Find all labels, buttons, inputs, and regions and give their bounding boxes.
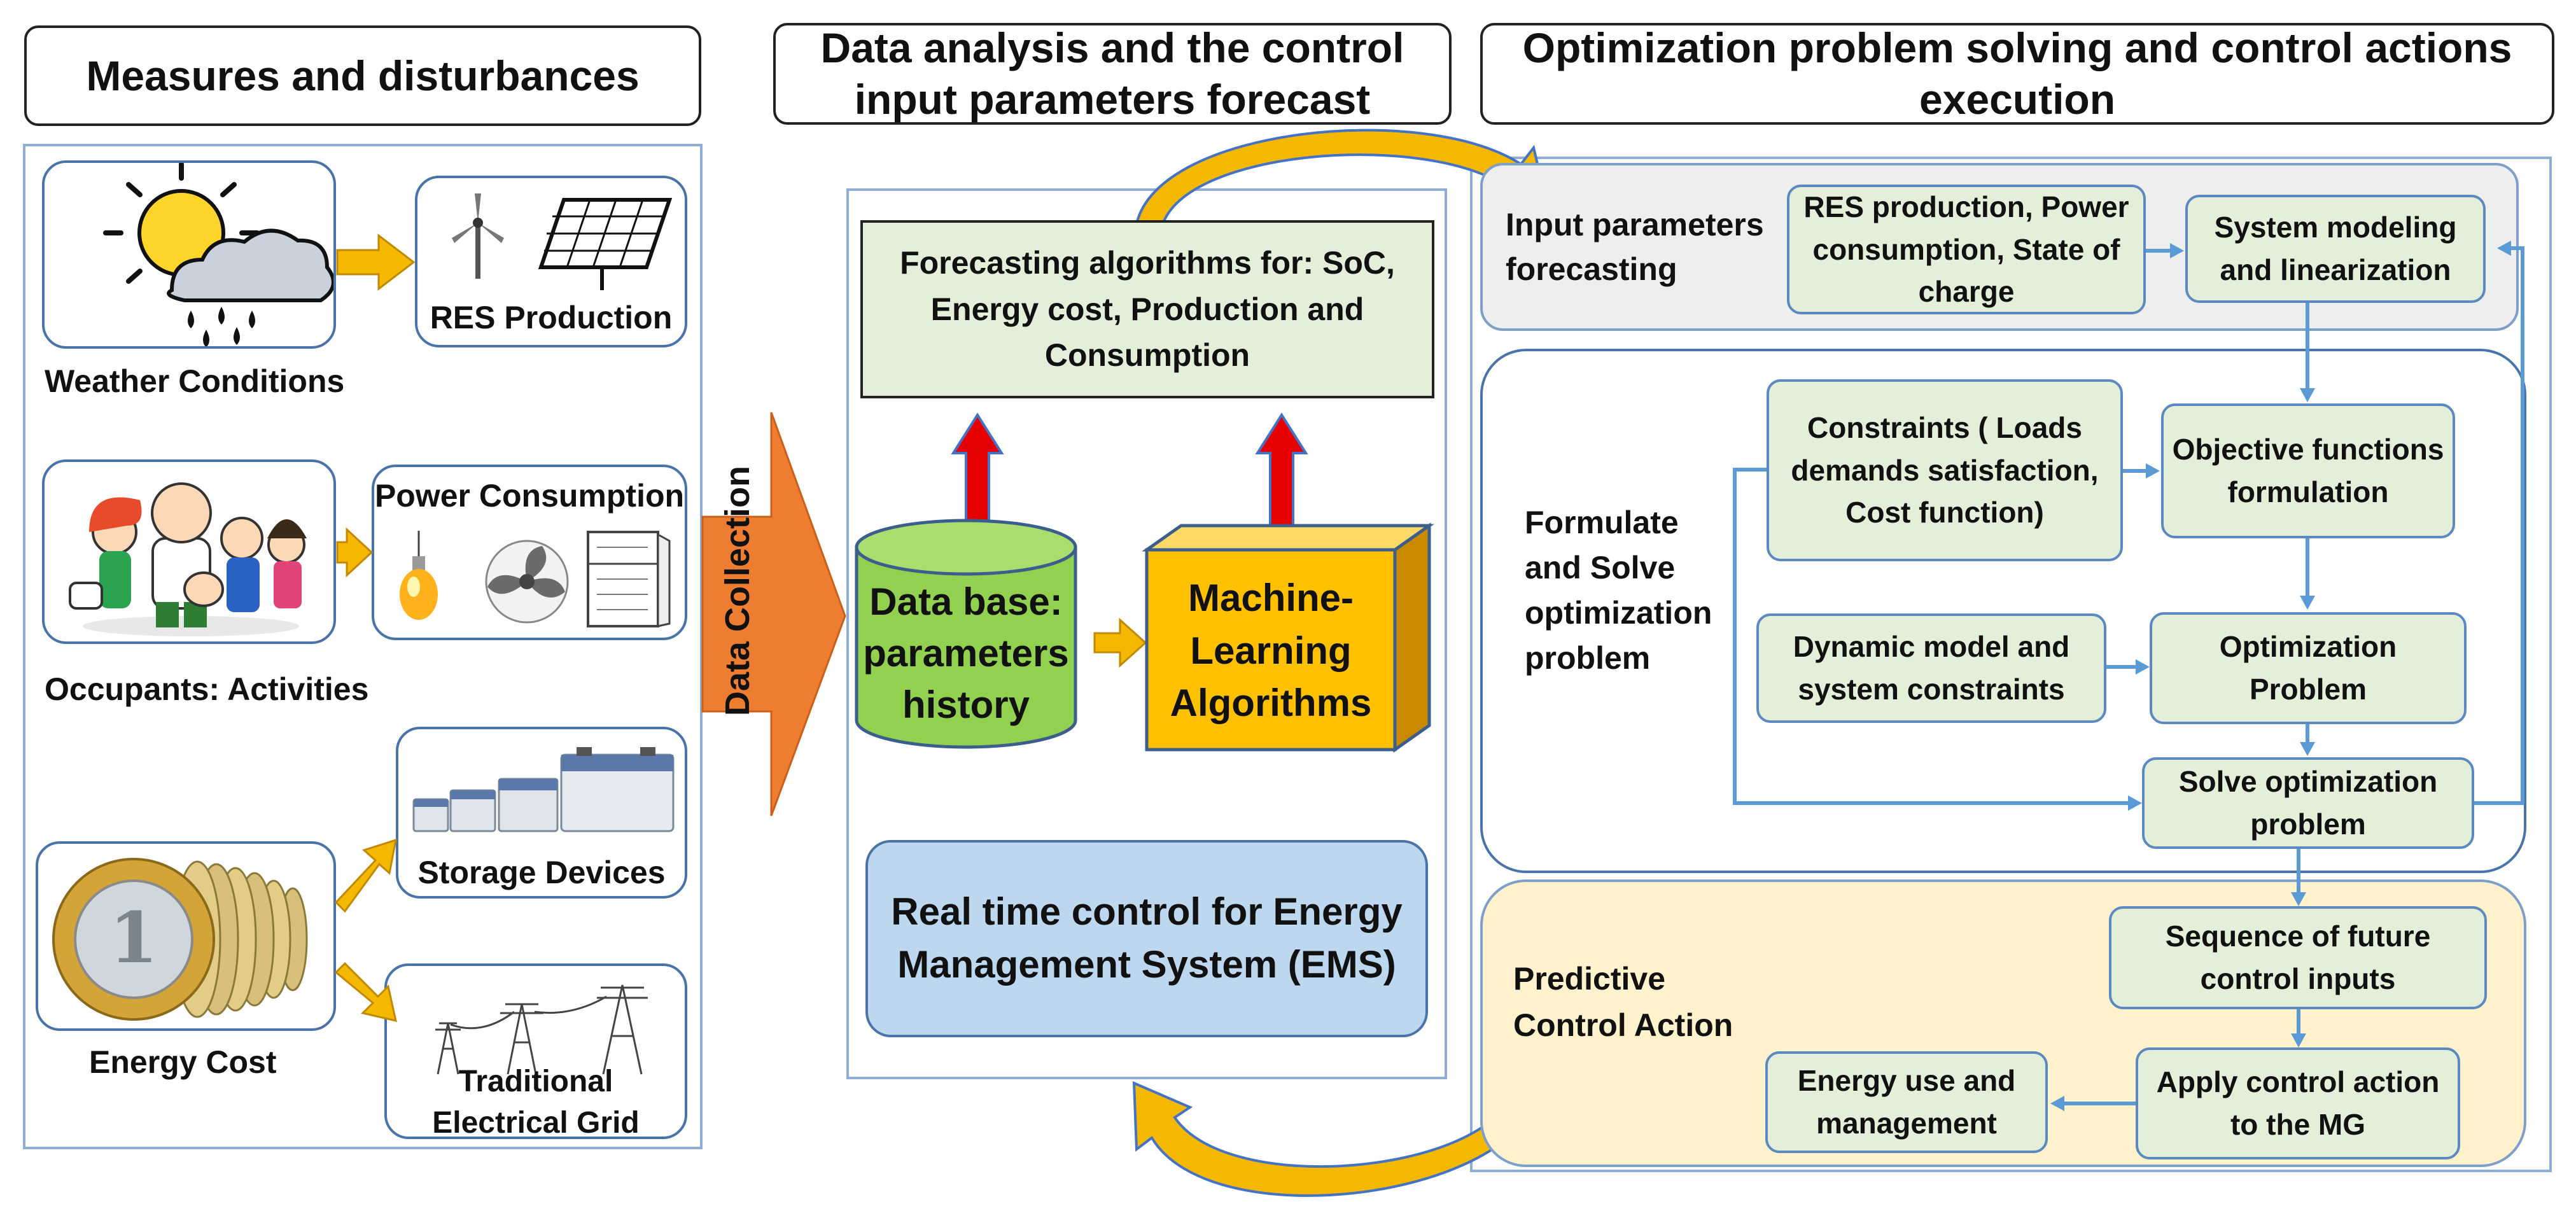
header-optimization: Optimization problem solving and control… xyxy=(1480,23,2554,125)
database-label-wrap: Data base: parameters history xyxy=(859,577,1073,729)
ml-label-wrap: Machine-Learning Algorithms xyxy=(1147,552,1395,750)
euro-coins-icon: 1 xyxy=(52,858,308,1021)
sequence-box-text: Sequence of future control inputs xyxy=(2165,920,2431,995)
conn-feedback-left xyxy=(1733,468,2132,805)
power-consumption-label: Power Consumption xyxy=(374,478,685,514)
system-modeling-box-text: System modeling and linearization xyxy=(2214,211,2457,286)
conn-sysmod-objective-head xyxy=(2300,388,2315,402)
dynamic-model-box: Dynamic model and system constraints xyxy=(1756,613,2106,723)
conn-solve-sequence-head xyxy=(2291,892,2306,906)
header-data-analysis-text: Data analysis and the control input para… xyxy=(820,24,1404,123)
grid-card: Traditional Electrical Grid xyxy=(384,963,687,1140)
energy-cost-card: 1 xyxy=(36,841,336,1031)
yellow-arrow-grid xyxy=(334,962,397,1022)
formulate-label: Formulate and Solve optimization problem xyxy=(1525,505,1712,676)
energy-use-box: Energy use and management xyxy=(1765,1051,2048,1153)
constraints-box-text: Constraints ( Loads demands satisfaction… xyxy=(1791,410,2099,529)
data-collection-label-wrap: Data Collection xyxy=(703,466,773,716)
weather-card xyxy=(42,160,336,349)
solve-box: Solve optimization problem xyxy=(2142,757,2474,849)
solve-box-text: Solve optimization problem xyxy=(2178,765,2438,841)
storage-card: Storage Devices xyxy=(396,727,687,899)
res-production-label: RES Production xyxy=(430,300,673,335)
objective-box-text: Objective functions formulation xyxy=(2172,433,2444,508)
predictive-label: Predictive Control Action xyxy=(1513,961,1733,1043)
energy-use-box-text: Energy use and management xyxy=(1797,1064,2016,1140)
wind-turbine-icon xyxy=(452,193,504,279)
optimization-problem-box-text: Optimization Problem xyxy=(2219,630,2397,706)
res-production-box-text: RES production, Power consumption, State… xyxy=(1803,190,2129,309)
occupants-card xyxy=(42,459,336,644)
energy-cost-label: Energy Cost xyxy=(89,1044,277,1080)
yellow-arrow-storage xyxy=(334,838,397,913)
forecasting-box: Forecasting algorithms for: SoC, Energy … xyxy=(860,220,1434,398)
pylon-icon xyxy=(435,984,648,1075)
database-label: Data base: parameters history xyxy=(863,580,1069,726)
storage-devices-label: Storage Devices xyxy=(417,855,666,890)
occupants-label: Occupants: Activities xyxy=(45,671,369,707)
optimization-problem-box: Optimization Problem xyxy=(2150,612,2467,724)
conn-optproblem-solve-head xyxy=(2300,742,2315,756)
input-forecasting-label: Input parameters forecasting xyxy=(1506,207,1764,287)
apply-box-text: Apply control action to the MG xyxy=(2156,1065,2440,1141)
header-data-analysis: Data analysis and the control input para… xyxy=(773,23,1452,125)
data-collection-arrow xyxy=(701,412,846,816)
conn-res-sysmod-head xyxy=(2170,243,2184,258)
header-optimization-text: Optimization problem solving and control… xyxy=(1522,24,2512,123)
yellow-arrow-occupants xyxy=(336,527,374,578)
fan-icon xyxy=(485,540,569,624)
light-bulb-icon xyxy=(400,531,438,620)
apply-box: Apply control action to the MG xyxy=(2136,1047,2460,1159)
constraints-box: Constraints ( Loads demands satisfaction… xyxy=(1767,379,2123,561)
conn-sequence-apply-head xyxy=(2291,1033,2306,1047)
conn-objective-optproblem-head xyxy=(2300,596,2315,610)
system-modeling-box: System modeling and linearization xyxy=(2185,195,2486,303)
conn-feedback-right-head xyxy=(2497,241,2511,256)
conn-apply-energyuse-head xyxy=(2050,1096,2064,1111)
dynamic-model-box-text: Dynamic model and system constraints xyxy=(1793,630,2070,706)
family-icon xyxy=(69,482,307,636)
battery-icon xyxy=(412,747,675,832)
forecasting-text: Forecasting algorithms for: SoC, Energy … xyxy=(900,245,1395,374)
svg-text:1: 1 xyxy=(109,897,158,979)
yellow-arrow-db-ml xyxy=(1093,617,1147,668)
res-card: RES Production xyxy=(415,176,687,347)
sun-cloud-rain-icon xyxy=(103,162,335,347)
conn-feedback-left-head xyxy=(2128,795,2142,811)
ml-cube xyxy=(1142,522,1434,753)
data-collection-label: Data Collection xyxy=(718,465,757,716)
red-arrow-ml xyxy=(1255,412,1308,533)
objective-box: Objective functions formulation xyxy=(2161,403,2455,538)
grid-label: Traditional Electrical Grid xyxy=(432,1065,640,1140)
solar-panel-icon xyxy=(538,198,672,290)
power-card: Power Consumption xyxy=(372,465,687,640)
realtime-control-box: Real time control for Energy Management … xyxy=(865,840,1428,1037)
sequence-box: Sequence of future control inputs xyxy=(2109,906,2487,1009)
database-cylinder xyxy=(855,519,1077,749)
refrigerator-icon xyxy=(587,531,671,627)
realtime-control-text: Real time control for Energy Management … xyxy=(891,890,1403,986)
conn-constraints-objective-head xyxy=(2146,463,2160,479)
yellow-arrow-weather xyxy=(336,233,416,291)
res-production-box: RES production, Power consumption, State… xyxy=(1787,185,2146,314)
header-measures: Measures and disturbances xyxy=(24,25,701,126)
conn-dynamic-optproblem-head xyxy=(2136,659,2150,675)
curved-arrow-bottom xyxy=(1132,1081,1542,1197)
ml-label: Machine-Learning Algorithms xyxy=(1170,576,1372,725)
conn-feedback-right xyxy=(2474,246,2524,805)
weather-label: Weather Conditions xyxy=(45,363,345,399)
red-arrow-database xyxy=(951,412,1004,531)
header-measures-text: Measures and disturbances xyxy=(86,52,640,99)
